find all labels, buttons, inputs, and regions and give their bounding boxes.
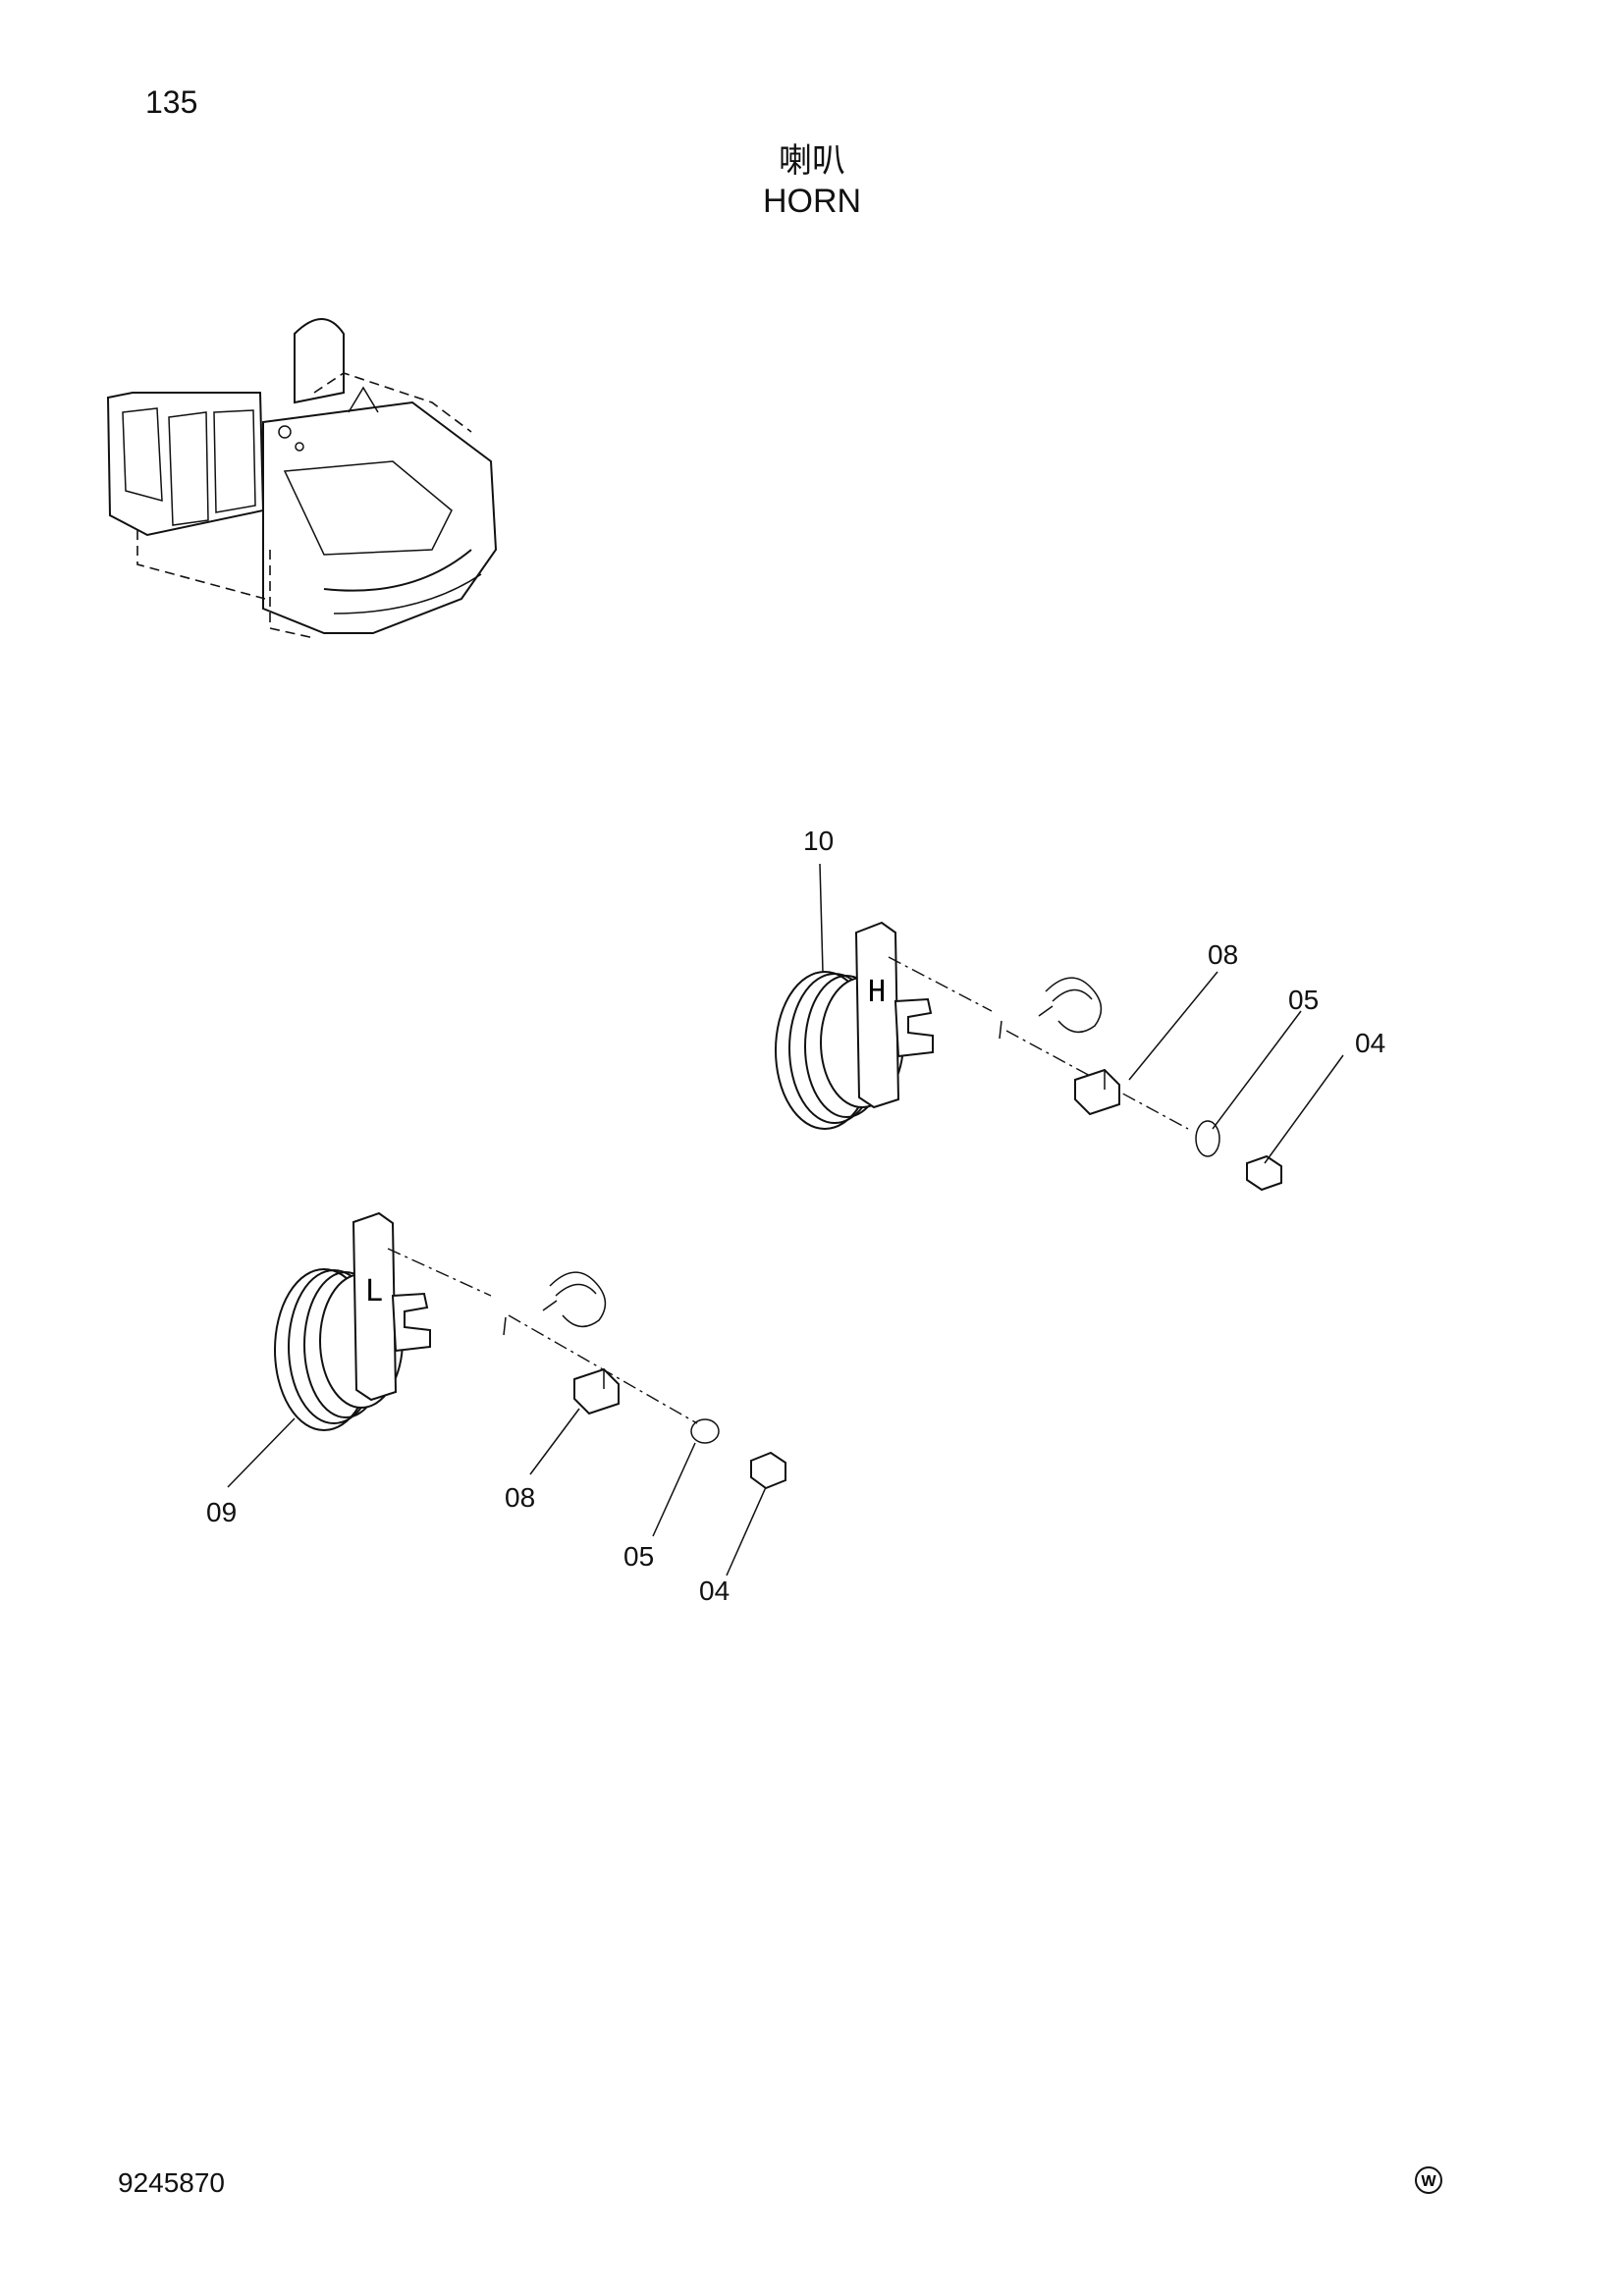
callout-08-top: 08 <box>1208 939 1238 970</box>
callout-05-bottom: 05 <box>623 1541 654 1572</box>
callout-05-top: 05 <box>1288 985 1319 1015</box>
page-number: 135 <box>145 84 198 120</box>
horn-mark-high: H <box>868 975 886 1009</box>
horn-high-assembly <box>775 921 1282 1192</box>
excavator-overview-icon <box>106 318 498 639</box>
horn-mark-low: L <box>365 1274 383 1308</box>
horn-low-assembly <box>274 1211 786 1490</box>
page-title: HORN <box>762 183 862 220</box>
page-title-chinese: 喇叭 <box>779 141 845 181</box>
callout-04-top: 04 <box>1355 1028 1385 1058</box>
callout-04-bottom: 04 <box>699 1575 730 1606</box>
callout-08-bottom: 08 <box>505 1482 535 1513</box>
document-number: 9245870 <box>118 2167 226 2198</box>
circled-w-icon: W <box>1415 2166 1442 2194</box>
callout-10: 10 <box>803 826 834 856</box>
svg-text:W: W <box>1421 2173 1436 2190</box>
callout-09: 09 <box>206 1497 237 1527</box>
